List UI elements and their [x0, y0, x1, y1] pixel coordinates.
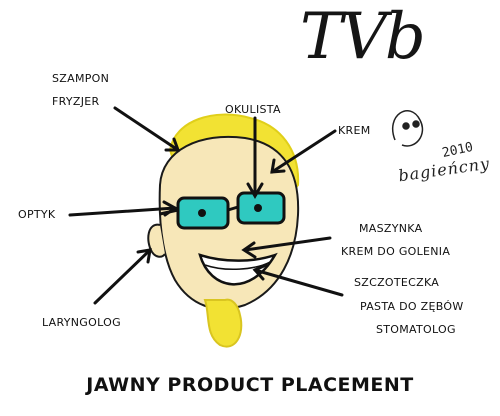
label-fryzjer: FRYZJER [52, 95, 100, 108]
label-stomatolog: STOMATOLOG [376, 323, 456, 336]
label-pasta: PASTA DO ZĘBÓW [360, 300, 464, 313]
arrow-szampon [113, 106, 180, 152]
arrow-optyk [68, 206, 177, 217]
caption-title: JAWNY PRODUCT PLACEMENT [86, 374, 414, 396]
label-krem: KREM [338, 124, 371, 137]
arrow-szczoteczka [253, 268, 344, 297]
label-szampon: SZAMPON [52, 72, 110, 85]
arrow-laryngolog [93, 248, 152, 305]
arrow-krem [270, 129, 337, 174]
arrow-maszynka [243, 236, 332, 252]
label-laryngolog: LARYNGOLOG [42, 316, 121, 329]
glasses [159, 191, 286, 230]
logo-tvb: TVb [300, 0, 426, 74]
ear [147, 223, 166, 258]
arrows [68, 106, 344, 305]
artist-doodle [392, 110, 424, 147]
label-szczoteczka: SZCZOTECZKA [354, 276, 440, 289]
label-optyk: OPTYK [18, 208, 56, 221]
label-krem-do-golenia: KREM DO GOLENIA [341, 245, 451, 258]
label-okulista: OKULISTA [225, 103, 281, 116]
beard [203, 298, 243, 348]
label-maszynka: MASZYNKA [359, 222, 423, 235]
